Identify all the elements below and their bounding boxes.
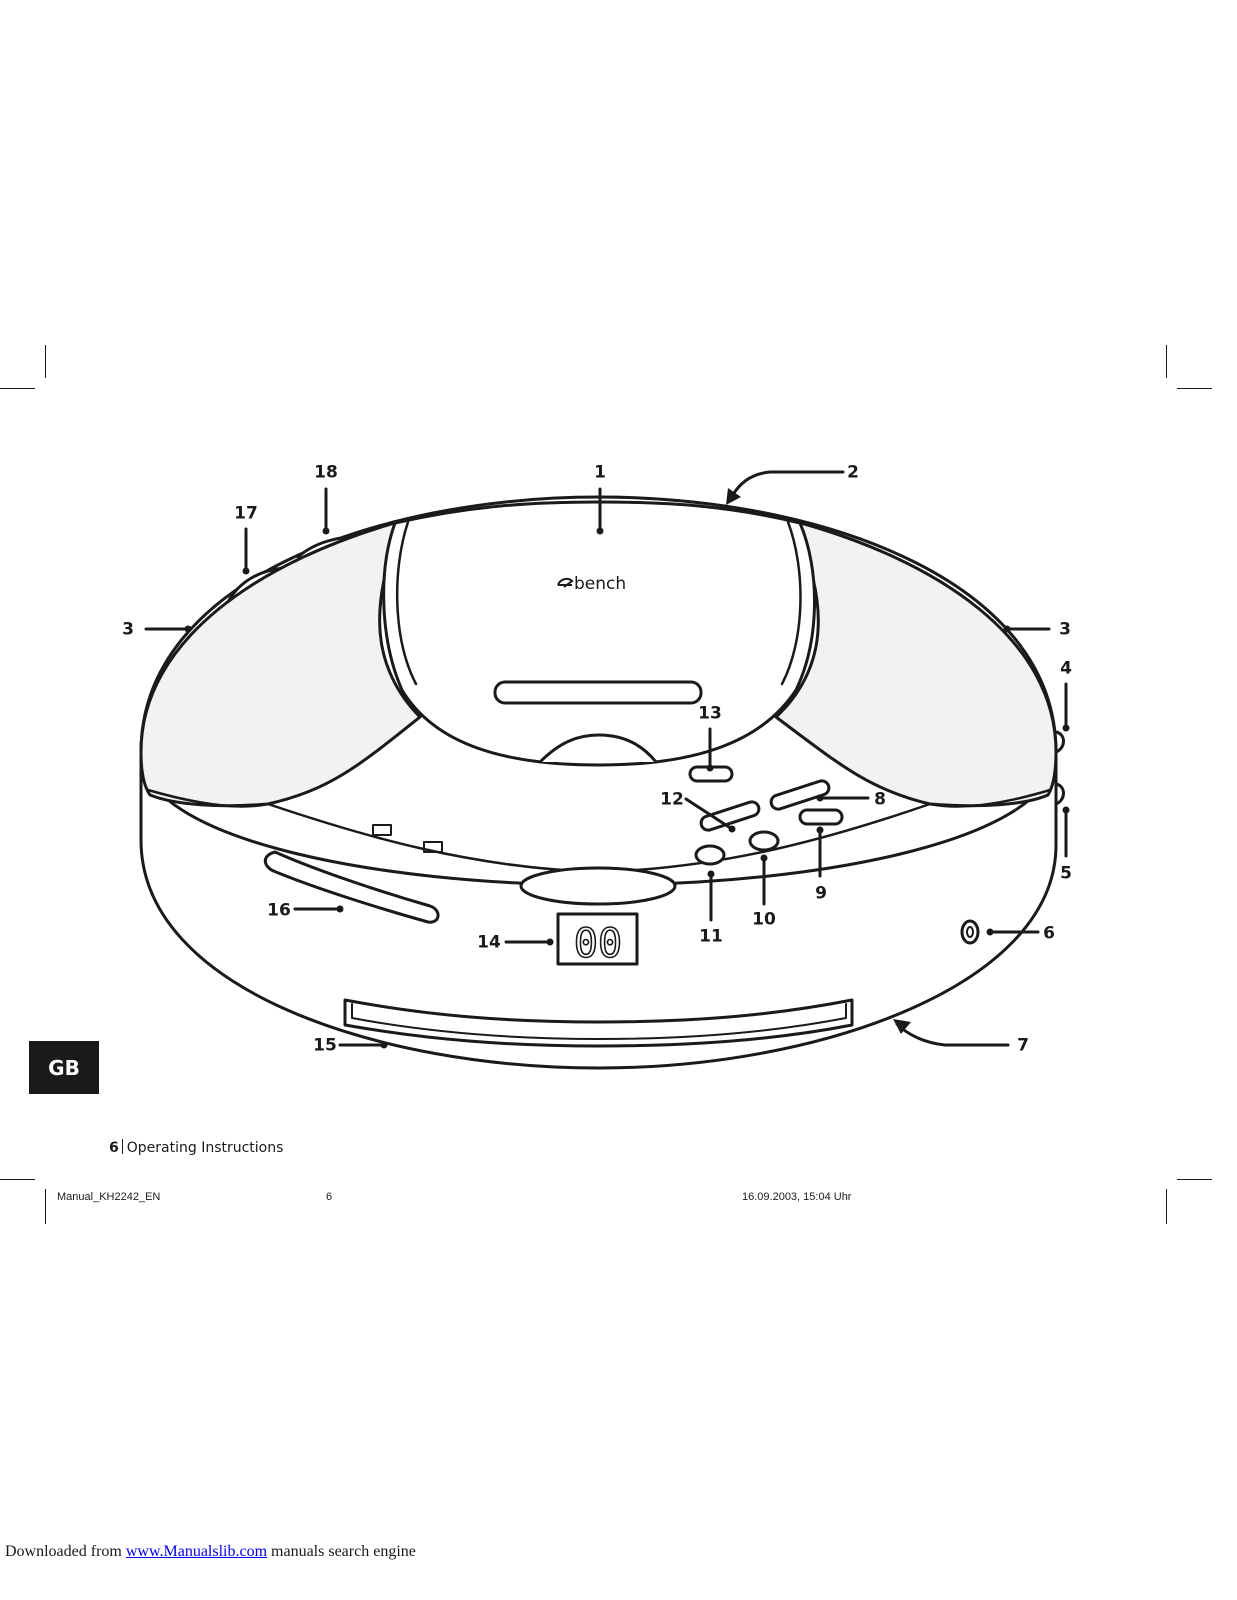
crop-mark <box>1177 1179 1212 1180</box>
side-control-4 <box>1054 730 1065 754</box>
crop-mark <box>1166 345 1167 378</box>
callout-17: 17 <box>234 503 258 524</box>
callout-13: 13 <box>698 703 722 724</box>
lcd-digits: 00 <box>574 921 622 967</box>
lid-handle <box>538 733 658 764</box>
crop-mark <box>45 345 46 378</box>
callout-12: 12 <box>660 789 684 810</box>
footer-separator <box>121 1139 123 1154</box>
slug-page: 6 <box>326 1191 333 1203</box>
callout-7: 7 <box>1017 1035 1029 1056</box>
speaker-left <box>139 518 422 808</box>
crop-mark <box>0 1179 35 1180</box>
cd-lid <box>382 500 816 767</box>
page-footer: 6 Operating Instructions <box>109 1139 283 1156</box>
manualslib-link[interactable]: www.Manualslib.com <box>125 1543 268 1560</box>
callout-2: 2 <box>847 462 859 483</box>
callout-3-left: 3 <box>122 619 134 640</box>
footer-section: Operating Instructions <box>126 1140 284 1156</box>
page-number: 6 <box>109 1140 119 1156</box>
cd-tray <box>343 998 854 1048</box>
language-tab: GB <box>29 1041 99 1094</box>
side-control-5 <box>1054 782 1065 806</box>
callout-6: 6 <box>1043 923 1055 944</box>
crop-mark <box>1166 1189 1167 1224</box>
callout-11: 11 <box>699 926 723 947</box>
indicator-b <box>423 841 443 853</box>
front-oval <box>519 866 677 906</box>
lcd-display <box>556 912 639 966</box>
brand-logo-text: bench <box>574 574 626 594</box>
callout-15: 15 <box>313 1035 337 1056</box>
headphone-jack <box>960 919 980 945</box>
slug-datetime: 16.09.2003, 15:04 Uhr <box>742 1191 852 1203</box>
callout-14: 14 <box>477 932 501 953</box>
button-8 <box>769 779 831 811</box>
crop-mark <box>1177 388 1212 389</box>
callout-8: 8 <box>874 789 886 810</box>
crop-mark <box>45 1189 46 1224</box>
callout-5: 5 <box>1060 863 1072 884</box>
slug-file: Manual_KH2242_EN <box>57 1191 161 1203</box>
lid-slot <box>493 680 703 705</box>
download-prefix: Downloaded from <box>5 1543 122 1560</box>
indicator-a <box>372 824 392 836</box>
callout-16: 16 <box>267 900 291 921</box>
speaker-right <box>774 518 1058 808</box>
callout-4: 4 <box>1060 658 1072 679</box>
brand-logo: bench <box>557 574 626 594</box>
slot-16 <box>263 850 440 924</box>
button-9 <box>798 808 844 826</box>
callout-3-right: 3 <box>1059 619 1071 640</box>
button-10 <box>748 830 780 852</box>
crop-mark <box>0 388 35 389</box>
callout-9: 9 <box>815 883 827 904</box>
callout-18: 18 <box>314 462 338 483</box>
callout-1: 1 <box>594 462 606 483</box>
button-11 <box>694 844 726 866</box>
callout-10: 10 <box>752 909 776 930</box>
download-suffix: manuals search engine <box>271 1543 416 1560</box>
button-12 <box>699 800 761 832</box>
download-line: Downloaded from www.Manualslib.com manua… <box>5 1543 416 1561</box>
